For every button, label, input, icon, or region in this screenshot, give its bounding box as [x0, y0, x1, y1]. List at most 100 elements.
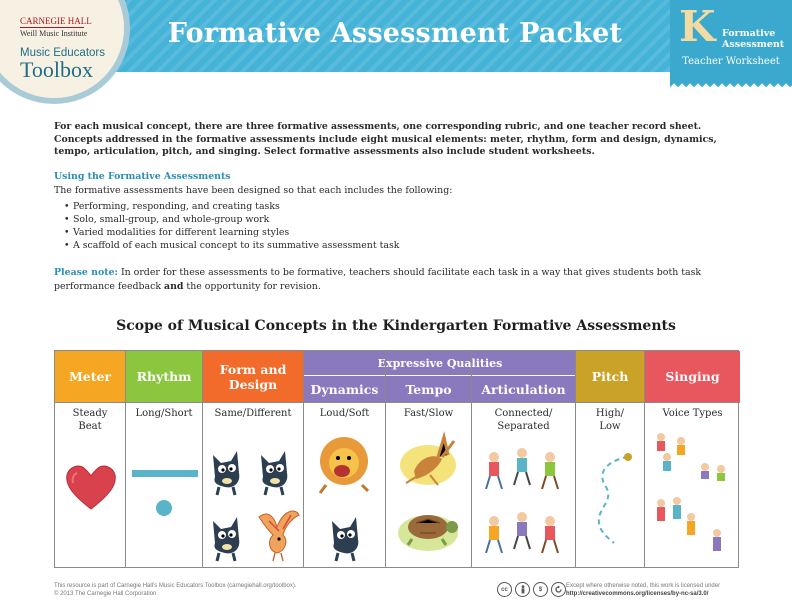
- scope-table: Expressive Qualities Meter Steady Beat R…: [54, 350, 740, 568]
- column-articulation: Articulation Connected/ Separated: [472, 351, 576, 567]
- dancing-children-illustration: [485, 448, 559, 554]
- list-item: Performing, responding, and creating tas…: [64, 200, 399, 213]
- sublabel-line2: Separated: [497, 421, 550, 432]
- list-item: Solo, small-group, and whole-group work: [64, 213, 399, 226]
- header-divider: [645, 402, 740, 403]
- pitch-contour-icon: [597, 453, 632, 544]
- header-divider: [304, 402, 385, 403]
- singing-children-illustration: [657, 433, 725, 551]
- badge-label-line1: Formative: [722, 28, 776, 39]
- badge-label: Formative Assessment: [722, 28, 784, 50]
- grade-letter: K: [679, 2, 716, 51]
- column-dynamics: Dynamics Loud/Soft: [304, 351, 386, 567]
- header-rhythm: Rhythm: [126, 351, 202, 402]
- sublabel-line1: Fast/Slow: [403, 408, 454, 419]
- badge-zigzag-edge: [670, 82, 792, 90]
- using-heading: Using the Formative Assessments: [54, 171, 231, 182]
- footer-license: Except where otherwise noted, this work …: [566, 582, 720, 598]
- header-dynamics: Dynamics: [304, 376, 385, 402]
- sublabel-line1: Connected/: [494, 408, 553, 419]
- footer-copyright: This resource is part of Carnegie Hall’s…: [54, 582, 297, 598]
- lion-icon: [318, 437, 370, 494]
- column-form-and-design: Form and Design Same/Different: [203, 351, 304, 567]
- header-meter: Meter: [55, 351, 125, 402]
- header-pitch: Pitch: [576, 351, 644, 402]
- using-lead: The formative assessments have been desi…: [54, 185, 453, 196]
- by-icon: [515, 582, 530, 597]
- header-line2: Design: [228, 376, 278, 392]
- heart-icon: [66, 465, 116, 510]
- header-divider: [472, 402, 575, 403]
- sublabel-rhythm: Long/Short: [126, 407, 202, 420]
- hare-and-tortoise-illustration: [398, 431, 458, 551]
- header-singing: Singing: [645, 351, 740, 402]
- cat-icon: [261, 451, 288, 496]
- list-item: A scaffold of each musical concept to it…: [64, 239, 399, 252]
- hare-icon: [400, 431, 456, 486]
- badge-subtitle: Teacher Worksheet: [682, 56, 780, 67]
- column-pitch: Pitch High/ Low: [576, 351, 645, 567]
- sublabel-line1: Loud/Soft: [319, 408, 370, 419]
- page-title: Formative Assessment Packet: [167, 18, 623, 49]
- toolbox-logo: CARNEGIE HALL Weill Music Institute Musi…: [0, 0, 130, 104]
- header-divider: [126, 402, 202, 403]
- header-divider: [386, 402, 471, 403]
- tortoise-icon: [398, 515, 458, 551]
- sublabel-meter: Steady Beat: [55, 407, 125, 433]
- children-group-icon: [485, 448, 559, 490]
- long-short-symbol-icon: [132, 470, 198, 516]
- license-link[interactable]: http://creativecommons.org/licenses/by-n…: [566, 591, 709, 597]
- sublabel-line2: Beat: [78, 421, 102, 432]
- creative-commons-icons: cc $: [497, 582, 566, 597]
- sublabel-line1: Steady: [72, 408, 108, 419]
- sublabel-singing: Voice Types: [645, 407, 740, 420]
- nc-icon: $: [533, 582, 548, 597]
- sublabel-pitch: High/ Low: [576, 407, 644, 433]
- sublabel-line2: Low: [599, 421, 621, 432]
- cat-icon: [213, 517, 240, 562]
- sublabel-articulation: Connected/ Separated: [472, 407, 575, 433]
- cat-icon: [332, 517, 359, 562]
- note-emphasis: and: [164, 281, 184, 292]
- logo-music-educators: Music Educators: [20, 47, 106, 59]
- header-banner: Formative Assessment Packet: [0, 0, 792, 72]
- note-text-before: In order for these assessments to be for…: [54, 267, 702, 292]
- intro-paragraph: For each musical concept, there are thre…: [54, 121, 717, 157]
- column-tempo: Tempo Fast/Slow: [386, 351, 472, 567]
- header-tempo: Tempo: [386, 376, 471, 402]
- sublabel-form-and-design: Same/Different: [203, 407, 303, 420]
- footer-line1: This resource is part of Carnegie Hall’s…: [54, 583, 297, 589]
- list-item: Varied modalities for different learning…: [64, 226, 399, 239]
- header-line1: Form and: [219, 361, 287, 377]
- note-label: Please note:: [54, 267, 118, 278]
- cat-icon: [213, 451, 240, 496]
- badge-label-line2: Assessment: [722, 39, 785, 50]
- column-rhythm: Rhythm Long/Short: [126, 351, 203, 567]
- lion-and-cat-illustration: [318, 437, 370, 562]
- column-singing: Singing Voice Types: [645, 351, 740, 567]
- logo-divider: [20, 27, 84, 28]
- header-divider: [576, 402, 644, 403]
- logo-toolbox: Toolbox: [20, 57, 94, 82]
- children-group-icon: [485, 512, 559, 554]
- sublabel-dynamics: Loud/Soft: [304, 407, 385, 420]
- sublabel-line1: Same/Different: [214, 408, 292, 419]
- footer-line2: © 2013 The Carnegie Hall Corporation: [54, 591, 157, 597]
- header-form-and-design: Form and Design: [203, 351, 303, 402]
- scope-title: Scope of Musical Concepts in the Kinderg…: [116, 318, 676, 334]
- bird-icon: [258, 510, 300, 562]
- logo-carnegie-hall: CARNEGIE HALL: [20, 16, 92, 26]
- header-articulation: Articulation: [472, 376, 575, 402]
- cats-and-bird-illustration: [213, 451, 300, 562]
- note-text-after: the opportunity for revision.: [183, 281, 321, 292]
- note-paragraph: Please note: In order for these assessme…: [54, 266, 744, 294]
- cc-icon: cc: [497, 582, 512, 597]
- header-divider: [55, 402, 125, 403]
- children-group-icon: [657, 497, 721, 551]
- header-divider: [203, 402, 303, 403]
- sublabel-line1: Long/Short: [135, 408, 193, 419]
- license-line1: Except where otherwise noted, this work …: [566, 583, 721, 589]
- logo-institute: Weill Music Institute: [20, 29, 88, 38]
- using-bullet-list: Performing, responding, and creating tas…: [64, 200, 399, 252]
- grade-badge: K Formative Assessment Teacher Worksheet: [670, 0, 792, 82]
